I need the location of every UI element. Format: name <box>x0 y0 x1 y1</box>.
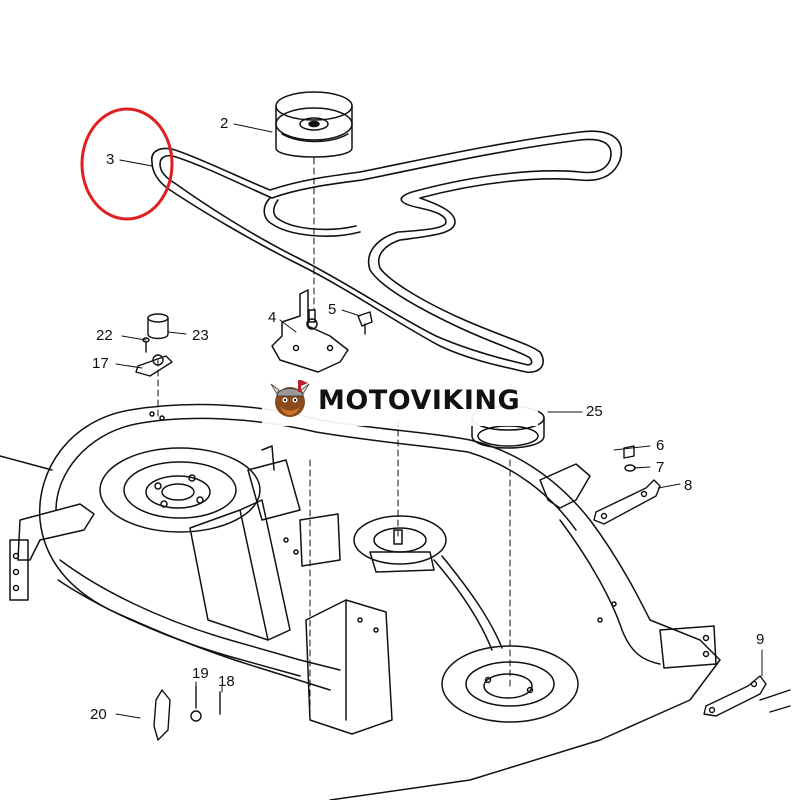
callout-9: 9 <box>756 631 765 648</box>
mower-deck <box>0 403 721 800</box>
callout-4: 4 <box>268 309 277 326</box>
watermark-text: MOTOVIKING <box>318 384 521 416</box>
bolt-5 <box>357 311 373 335</box>
callout-20: 20 <box>90 706 107 723</box>
viking-mascot-icon <box>270 380 310 417</box>
callout-6: 6 <box>656 437 665 454</box>
axis-lines <box>157 157 511 721</box>
callout-8: 8 <box>684 477 693 494</box>
idler-pulley-top <box>275 91 353 158</box>
drive-belt <box>151 130 623 374</box>
callout-23: 23 <box>192 327 209 344</box>
spindle-spacer <box>135 313 173 377</box>
callout-5: 5 <box>328 301 337 318</box>
callout-18: 18 <box>218 673 235 690</box>
bracket-9 <box>703 675 791 717</box>
callout-2: 2 <box>220 115 229 132</box>
callout-19: 19 <box>192 665 209 682</box>
callout-17: 17 <box>92 355 109 372</box>
callout-3: 3 <box>106 151 115 168</box>
handle-parts <box>153 685 221 741</box>
callout-7: 7 <box>656 459 665 476</box>
highlight-circle <box>80 107 174 221</box>
callout-22: 22 <box>96 327 113 344</box>
motoviking-watermark: MOTOVIKING <box>262 374 538 426</box>
callout-25: 25 <box>586 403 603 420</box>
idler-bracket <box>271 289 349 373</box>
bracket-8 <box>593 445 661 525</box>
leader-lines <box>115 123 763 719</box>
